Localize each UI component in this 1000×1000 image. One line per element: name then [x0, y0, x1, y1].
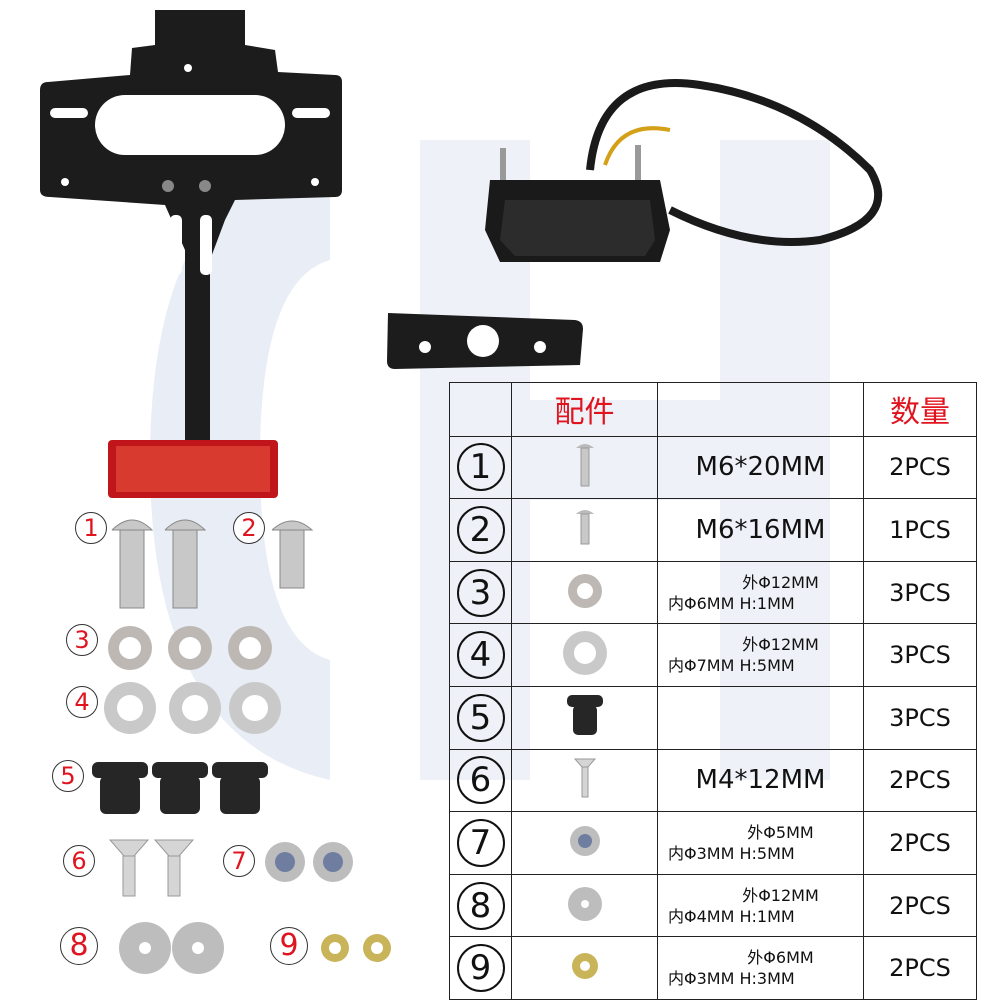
led-plate-light — [485, 79, 883, 262]
row-number: 6 — [449, 748, 512, 813]
spec-outer: 外Φ12MM — [742, 572, 819, 592]
label-6: 6 — [63, 845, 95, 877]
spec-main: M6*16MM — [695, 514, 826, 545]
part-qty: 3PCS — [863, 560, 977, 625]
part-qty: 3PCS — [863, 685, 977, 750]
part-qty: 2PCS — [863, 873, 977, 938]
part-icon — [511, 873, 658, 938]
spec-inner: 内Φ7MM H:5MM — [668, 656, 795, 676]
label-7: 7 — [223, 845, 255, 877]
spec-inner: 内Φ3MM H:3MM — [668, 969, 795, 989]
part-qty: 3PCS — [863, 623, 977, 687]
table-row: 6 M4*12MM 2PCS — [449, 748, 977, 813]
part-icon — [511, 498, 658, 562]
part-icon — [511, 936, 658, 1000]
mounting-plate — [387, 313, 583, 369]
part-qty: 2PCS — [863, 936, 977, 1000]
row-number: 9 — [449, 936, 512, 1000]
part-qty: 2PCS — [863, 811, 977, 875]
row-number: 5 — [449, 685, 512, 750]
row-number: 3 — [449, 560, 512, 625]
part-icon — [511, 748, 658, 813]
part-icon — [511, 623, 658, 687]
label-4: 4 — [66, 686, 98, 718]
spec-inner: 内Φ6MM H:1MM — [668, 593, 795, 613]
part-qty: 2PCS — [863, 748, 977, 813]
part-spec — [657, 685, 864, 750]
label-8: 8 — [60, 927, 98, 965]
label-1: 1 — [75, 512, 107, 544]
part-icon — [511, 685, 658, 750]
label-3: 3 — [66, 624, 98, 656]
spec-main: M4*12MM — [695, 765, 826, 796]
table-row: 5 3PCS — [449, 685, 977, 750]
table-row: 1 M6*20MM 2PCS — [449, 435, 977, 500]
part-icon — [511, 560, 658, 625]
part-spec: M4*12MM — [657, 748, 864, 813]
label-9: 9 — [270, 927, 308, 965]
spec-outer: 外Φ6MM — [747, 948, 814, 968]
part-spec: M6*16MM — [657, 498, 864, 562]
spec-outer: 外Φ12MM — [742, 635, 819, 655]
label-5: 5 — [52, 760, 84, 792]
row-number: 7 — [449, 811, 512, 875]
license-plate-bracket — [40, 10, 342, 498]
row-number: 2 — [449, 498, 512, 562]
table-row: 2 M6*16MM 1PCS — [449, 498, 977, 562]
table-header-row: 配件 数量 — [449, 382, 977, 437]
part-icon — [511, 435, 658, 500]
row-number: 1 — [449, 435, 512, 500]
hardware-parts — [92, 519, 391, 974]
part-qty: 2PCS — [863, 435, 977, 500]
part-icon — [511, 811, 658, 875]
spec-main: M6*20MM — [695, 452, 826, 483]
header-qty: 数量 — [863, 382, 977, 437]
spec-inner: 内Φ3MM H:5MM — [668, 843, 795, 863]
spec-inner: 内Φ4MM H:1MM — [668, 906, 795, 926]
label-2: 2 — [233, 512, 265, 544]
part-spec: M6*20MM — [657, 435, 864, 500]
row-number: 4 — [449, 623, 512, 687]
row-number: 8 — [449, 873, 512, 938]
header-parts: 配件 — [511, 382, 658, 437]
spec-outer: 外Φ12MM — [742, 885, 819, 905]
part-qty: 1PCS — [863, 498, 977, 562]
spec-outer: 外Φ5MM — [747, 822, 814, 842]
